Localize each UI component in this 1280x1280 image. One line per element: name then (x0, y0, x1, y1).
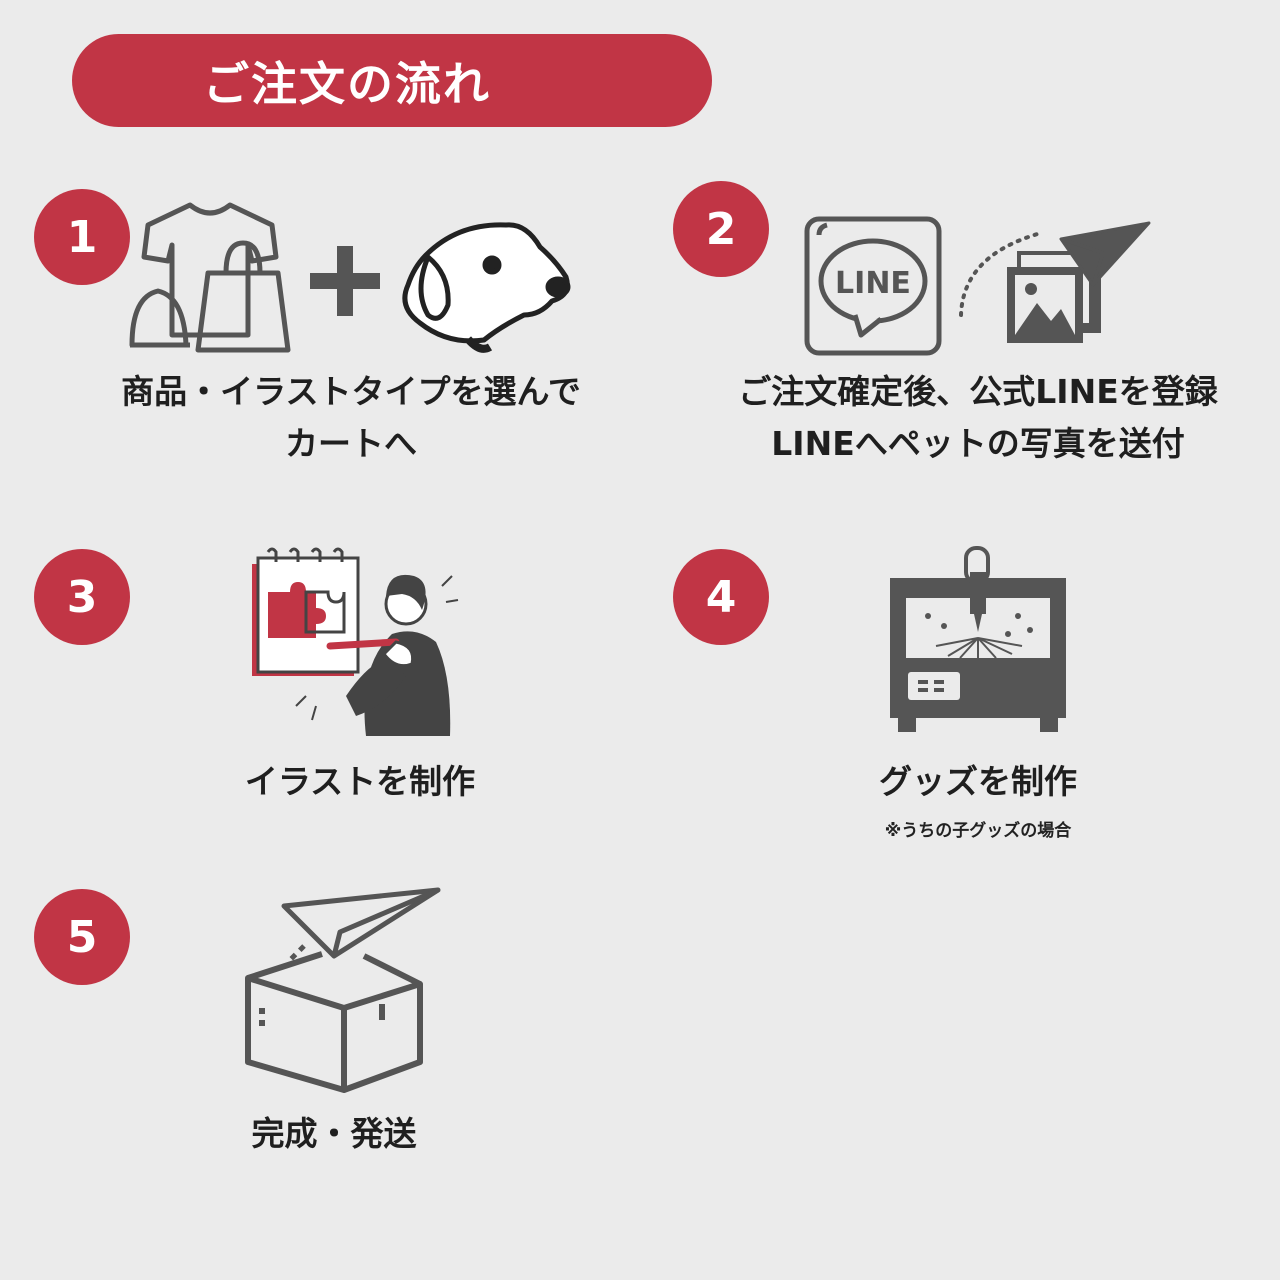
step-4-number: 4 (673, 549, 769, 645)
step-1-number: 1 (34, 189, 130, 285)
step-5-caption: 完成・発送 (174, 1108, 494, 1160)
dog-icon (402, 222, 571, 353)
step-3-number: 3 (34, 549, 130, 645)
step-2-number: 2 (673, 181, 769, 277)
step-5-number: 5 (34, 889, 130, 985)
page-title-banner: ご注文の流れ (72, 34, 712, 127)
tshirt-icon (141, 202, 279, 338)
cnc-machine-icon (890, 546, 1066, 732)
step-4-caption: グッズを制作 (818, 756, 1138, 808)
step-5-illustration (245, 887, 441, 1093)
step-3-caption-line1: イラストを制作 (244, 762, 476, 801)
step-1-caption-line2: カートへ (285, 424, 417, 463)
page-title: ご注文の流れ (203, 56, 491, 111)
line-logo-text: LINE (835, 266, 911, 301)
step-4-caption-line1: グッズを制作 (879, 762, 1077, 801)
step-2-caption-line1: ご注文確定後、公式LINEを登録 (738, 372, 1218, 411)
step-3-caption: イラストを制作 (200, 756, 520, 808)
step-1-illustration (129, 202, 571, 353)
line-app-icon: LINE (804, 216, 942, 356)
cap-icon (129, 288, 190, 348)
step-4-note: ※うちの子グッズの場合 (884, 821, 1072, 841)
paper-plane-icon (281, 887, 441, 964)
plus-icon (310, 246, 380, 316)
illustrator-icon (252, 547, 459, 736)
step-2-caption: ご注文確定後、公式LINEを登録 LINEへペットの写真を送付 (718, 366, 1238, 470)
step-5-caption-line1: 完成・発送 (251, 1114, 417, 1153)
paper-plane-icon (1059, 221, 1151, 287)
photos-icon (1007, 251, 1101, 343)
bag-icon (195, 240, 291, 353)
step-1-caption: 商品・イラストタイプを選んで カートへ (96, 366, 606, 470)
step-2-illustration: LINE (804, 216, 1151, 356)
dotted-arc (959, 231, 1043, 317)
step-2-caption-line2: LINEへペットの写真を送付 (771, 424, 1185, 463)
box-icon (245, 951, 423, 1093)
step-1-caption-line1: 商品・イラストタイプを選んで (121, 372, 581, 411)
